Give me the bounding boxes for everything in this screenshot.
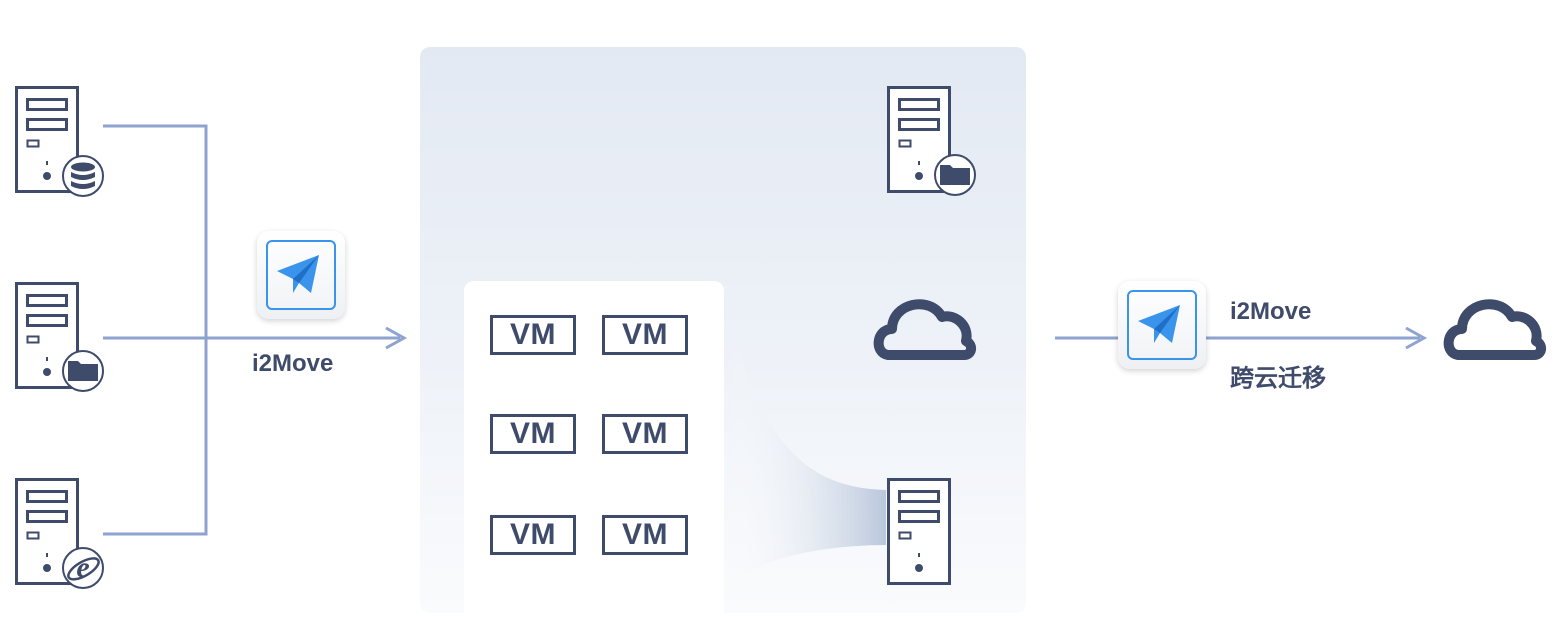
i2move-app-icon-left — [257, 231, 345, 319]
left-i2move-label: i2Move — [252, 350, 334, 377]
folder-icon — [62, 350, 104, 392]
target-server — [887, 478, 951, 585]
destination-cloud-icon — [1449, 304, 1541, 355]
right-i2move-label: i2Move — [1230, 298, 1312, 325]
target-cloud-icon — [879, 304, 971, 355]
vm-box: VM — [490, 414, 576, 454]
vm-box: VM — [602, 515, 688, 555]
vm-group-card: VM VM VM VM VM VM — [464, 281, 724, 613]
paper-plane-icon — [1138, 305, 1180, 343]
vm-box: VM — [490, 515, 576, 555]
vm-box: VM — [602, 315, 688, 355]
database-icon — [62, 155, 104, 197]
paper-plane-icon — [277, 255, 319, 293]
browser-icon: e — [62, 547, 104, 589]
i2move-app-icon-right — [1118, 281, 1206, 369]
vm-box: VM — [490, 315, 576, 355]
folder-icon — [934, 154, 976, 196]
vm-box: VM — [602, 414, 688, 454]
cross-cloud-migration-label: 跨云迁移 — [1230, 364, 1326, 392]
